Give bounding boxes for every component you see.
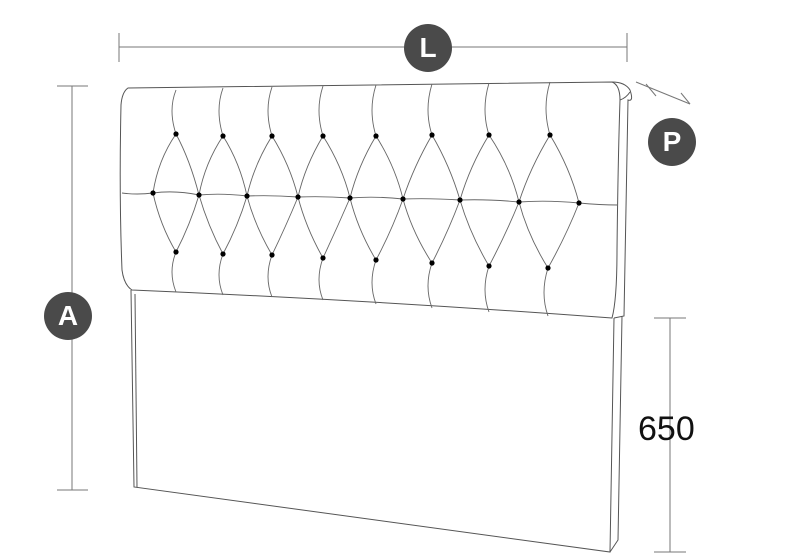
depth-badge: P <box>648 118 696 166</box>
tuft-button <box>173 131 179 137</box>
leg-height-measurement: 650 <box>638 410 695 448</box>
length-label: L <box>419 32 437 63</box>
tuft-button <box>220 133 226 139</box>
tuft-button <box>429 132 435 138</box>
dimension-line-depth <box>635 81 691 105</box>
tuft-button <box>400 196 406 202</box>
tuft-button <box>269 133 275 139</box>
tuft-button <box>516 199 522 205</box>
dimension-line-length <box>118 33 628 62</box>
tuft-button <box>429 260 435 266</box>
tuft-button <box>576 200 582 206</box>
tuft-button <box>220 251 226 257</box>
tuft-button <box>347 195 353 201</box>
tuft-button <box>320 255 326 261</box>
height-badge: A <box>44 292 92 340</box>
tuft-button <box>295 194 301 200</box>
tuft-button <box>457 197 463 203</box>
tuft-button <box>173 249 179 255</box>
dimension-line-height <box>57 85 88 491</box>
dimension-line-leg-height <box>654 317 686 553</box>
tuft-button <box>545 265 551 271</box>
length-badge: L <box>404 24 452 72</box>
tuft-button <box>196 192 202 198</box>
tuft-button <box>269 252 275 258</box>
tuft-button <box>373 257 379 263</box>
tufting-pattern <box>121 81 619 317</box>
height-label: A <box>57 300 79 331</box>
tuft-button <box>547 132 553 138</box>
depth-label: P <box>662 126 682 157</box>
tuft-button <box>320 133 326 139</box>
tuft-button <box>150 190 156 196</box>
tuft-button <box>244 193 250 199</box>
headboard-cushion <box>119 81 633 319</box>
tuft-button <box>486 263 492 269</box>
headboard-base-panel <box>130 289 623 553</box>
tuft-button <box>373 133 379 139</box>
tuft-button <box>486 132 492 138</box>
tufting-buttons <box>150 131 582 271</box>
